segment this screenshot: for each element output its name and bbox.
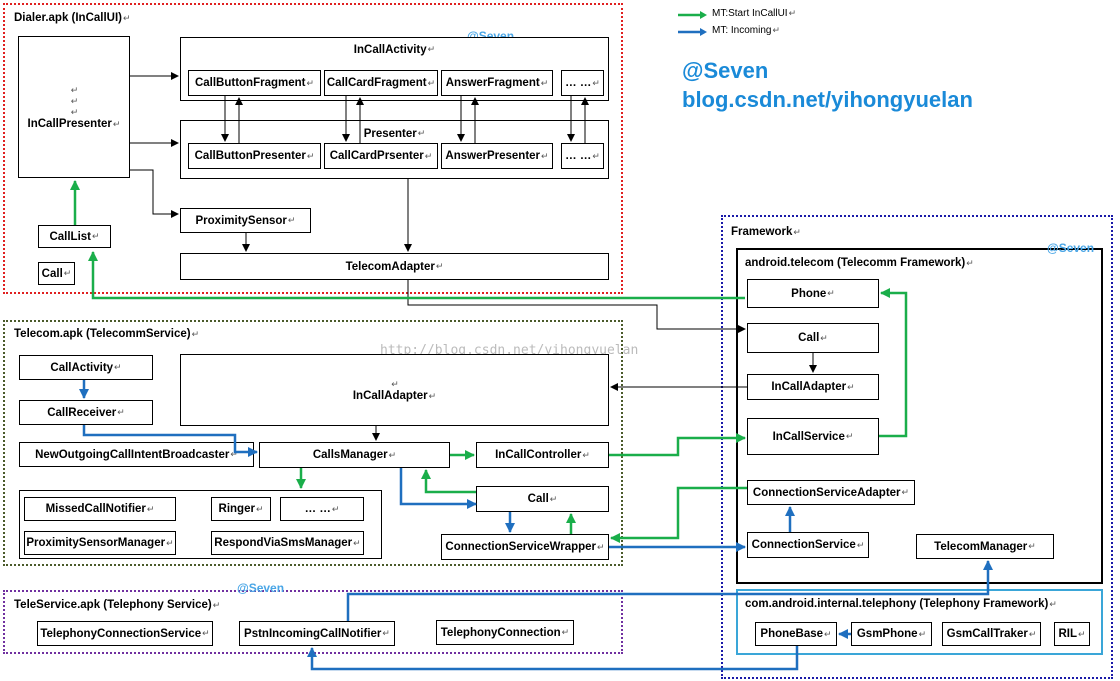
telephony-connection[interactable]: TelephonyConnection↵ [436,620,574,645]
fw-phone[interactable]: Phone↵ [747,279,879,308]
teleservice-title: TeleService.apk (Telephony Service)↵ [14,599,221,611]
telecom-framework-group [736,248,1103,584]
proximity-sensor-manager[interactable]: ProximitySensorManager↵ [24,531,176,555]
framework-title: Framework↵ [731,226,801,238]
callcard-fragment[interactable]: CallCardFragment↵ [324,70,438,96]
blue-connectors [79,380,993,671]
fw-telecom-manager[interactable]: TelecomManager↵ [916,534,1054,559]
answer-presenter[interactable]: AnswerPresenter↵ [441,143,553,169]
missed-call-notifier[interactable]: MissedCallNotifier↵ [24,497,176,521]
telecom-group [3,320,623,566]
callbutton-fragment[interactable]: CallButtonFragment↵ [188,70,321,96]
outgoing-broadcaster[interactable]: NewOutgoingCallIntentBroadcaster↵ [19,442,254,467]
pstn-incoming-call-notifier[interactable]: PstnIncomingCallNotifier↵ [239,621,395,646]
legend-blue-label: MT: Incoming↵ [712,25,781,36]
fw-incall-adapter[interactable]: InCallAdapter↵ [747,374,879,400]
more-helpers[interactable]: … …↵ [280,497,364,521]
more-fragments[interactable]: … …↵ [561,70,604,96]
connection-service-wrapper[interactable]: ConnectionServiceWrapper↵ [441,534,609,560]
respond-via-sms-manager[interactable]: RespondViaSmsManager↵ [211,531,364,555]
proximity-sensor[interactable]: ProximitySensor↵ [180,208,311,233]
legend-green-label: MT:Start InCallUI↵ [712,8,797,19]
callbutton-presenter[interactable]: CallButtonPresenter↵ [188,143,321,169]
ringer[interactable]: Ringer↵ [211,497,271,521]
fw-gsm-phone[interactable]: GsmPhone↵ [851,622,932,646]
incall-controller[interactable]: InCallController↵ [476,442,609,468]
telephony-connection-service[interactable]: TelephonyConnectionService↵ [37,621,213,646]
incall-adapter-telecom[interactable]: ↵ InCallAdapter↵ [180,354,609,426]
telecom-call[interactable]: Call↵ [476,486,609,512]
calls-manager[interactable]: CallsManager↵ [259,442,450,468]
dialer-call[interactable]: Call↵ [38,262,75,285]
dialer-group [3,3,623,294]
telecom-framework-title: android.telecom (Telecomm Framework)↵ [745,257,974,269]
fw-call[interactable]: Call↵ [747,323,879,353]
blog-url: blog.csdn.net/yihongyuelan [682,87,973,112]
fw-incall-service[interactable]: InCallService↵ [747,418,879,455]
telecom-title: Telecom.apk (TelecommService)↵ [14,328,200,340]
telephony-framework-group [736,589,1103,655]
dialer-title: Dialer.apk (InCallUI)↵ [14,12,131,24]
fw-connection-service-adapter[interactable]: ConnectionServiceAdapter↵ [747,480,915,505]
answer-fragment[interactable]: AnswerFragment↵ [441,70,553,96]
seven-tag-framework: @Seven [1047,241,1095,255]
green-connectors [70,180,908,543]
black-connectors [130,72,817,441]
telephony-framework-title: com.android.internal.telephony (Telephon… [745,598,1057,610]
legend: MT:Start InCallUI↵ MT: Incoming↵ [676,6,796,41]
legend-swatches [678,11,707,36]
blog-handle: @Seven [682,58,769,83]
telecom-adapter-dialer[interactable]: TelecomAdapter↵ [180,253,609,280]
seven-tag-teleservice: @Seven [237,581,285,595]
fw-connection-service[interactable]: ConnectionService↵ [747,532,869,558]
call-receiver[interactable]: CallReceiver↵ [19,400,153,425]
more-presenters[interactable]: … …↵ [561,143,604,169]
fw-phone-base[interactable]: PhoneBase↵ [755,622,837,646]
fw-gsm-call-tracker[interactable]: GsmCallTraker↵ [942,622,1041,646]
call-list[interactable]: CallList↵ [38,225,111,248]
framework-group [721,215,1113,679]
fw-ril[interactable]: RIL↵ [1054,622,1090,646]
incall-presenter[interactable]: ↵↵↵ InCallPresenter↵ [18,36,130,178]
call-activity[interactable]: CallActivity↵ [19,355,153,380]
callcard-presenter[interactable]: CallCardPrsenter↵ [324,143,438,169]
